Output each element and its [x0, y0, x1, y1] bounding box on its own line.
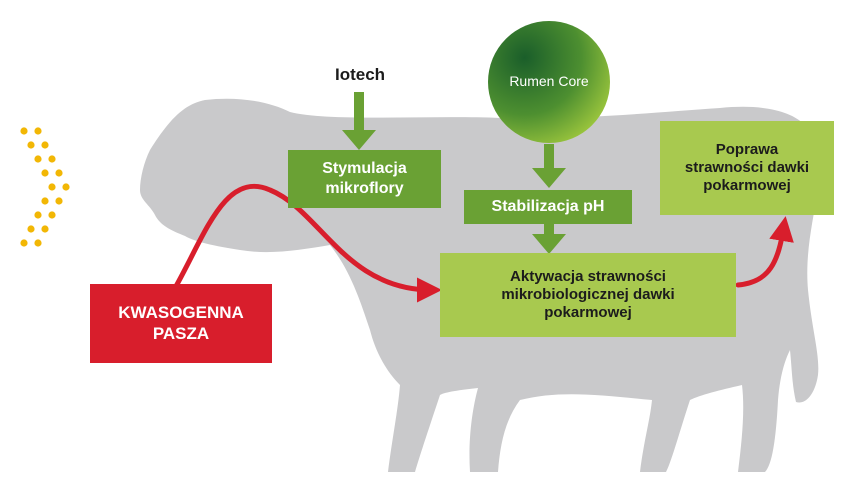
rumen-core-label: Rumen Core: [509, 73, 589, 90]
iotech-label: Iotech: [334, 65, 386, 84]
chevron-dot: [27, 141, 35, 149]
chevron-dot: [48, 211, 56, 219]
rumen-core-arrow: [532, 144, 566, 188]
ph-stabilization-box: Stabilizacja pH: [464, 190, 632, 224]
chevron-dot: [55, 169, 63, 177]
digestibility-improvement-box: Poprawa strawności dawki pokarmowej: [660, 121, 834, 215]
acidogenic-feed-box: KWASOGENNA PASZA: [90, 284, 272, 363]
digestibility-improvement-label: Poprawa strawności dawki pokarmowej: [684, 140, 810, 195]
feed-flow-arrow: [172, 183, 442, 303]
acidogenic-feed-label: KWASOGENNA PASZA: [118, 302, 244, 343]
rumen-core-circle: [488, 21, 610, 143]
chevron-dot: [27, 225, 35, 233]
microflora-stimulation-box: Stymulacja mikroflory: [288, 150, 441, 208]
chevron-dot: [48, 155, 56, 163]
chevron-dot: [34, 239, 42, 247]
chevron-dot: [62, 183, 70, 191]
chevron-dot: [55, 197, 63, 205]
chevron-dot: [34, 127, 42, 135]
chevron-dot: [20, 127, 28, 135]
chevron-dot: [20, 239, 28, 247]
chevron-dot: [41, 225, 49, 233]
chevron-dot: [41, 169, 49, 177]
chevron-dot: [34, 211, 42, 219]
iotech-arrow: [342, 92, 376, 150]
microflora-stimulation-label: Stymulacja mikroflory: [322, 160, 407, 197]
rumen-core-text: Rumen Core: [509, 52, 589, 112]
stabilization-arrow: [532, 222, 566, 254]
chevron-dot: [34, 155, 42, 163]
chevron-dot: [41, 141, 49, 149]
digestibility-activation-label: Aktywacja strawności mikrobiologicznej d…: [501, 267, 675, 322]
chevron-dot: [41, 197, 49, 205]
digestibility-activation-box: Aktywacja strawności mikrobiologicznej d…: [440, 253, 736, 337]
chevron-dot: [48, 183, 56, 191]
ph-stabilization-label: Stabilizacja pH: [491, 198, 605, 216]
dot-chevron-icon: [20, 127, 70, 247]
result-flow-arrow: [735, 216, 794, 288]
